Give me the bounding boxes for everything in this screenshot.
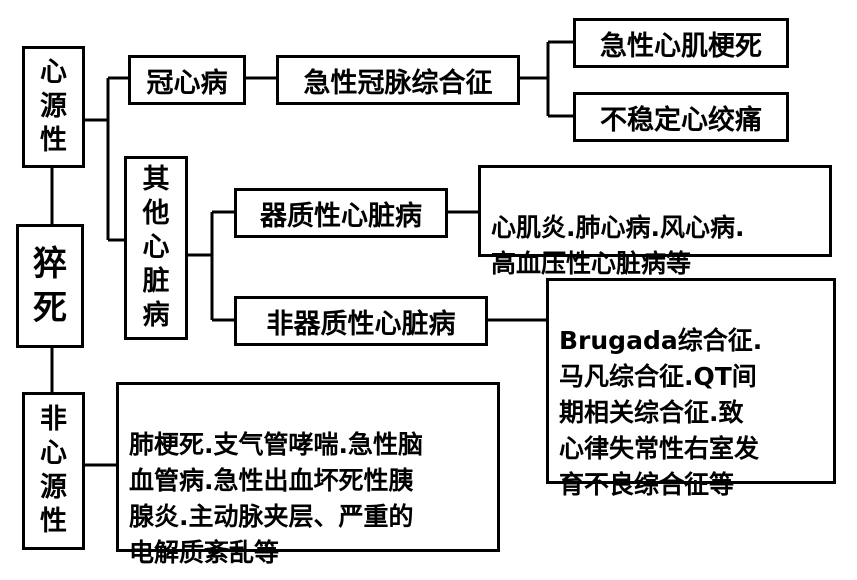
node-noncardiac-examples-text: 肺梗死.支气管哮喘.急性脑 血管病.急性出血坏死性胰 腺炎.主动脉夹层、严重的 … [129, 430, 423, 567]
node-nonorganic-examples: Brugada综合征. 马凡综合征.QT间 期相关综合征.致 心律失常性右室发 … [546, 278, 836, 499]
node-other-heart-disease: 其他心脏病 [124, 156, 188, 340]
node-ami-label: 急性心肌梗死 [600, 30, 762, 62]
node-acs: 急性冠脉综合征 [276, 55, 520, 105]
node-other-heart-disease-label: 其他心脏病 [142, 164, 170, 331]
node-acs-label: 急性冠脉综合征 [303, 67, 493, 99]
node-nonorganic: 非器质性心脏病 [234, 296, 488, 346]
node-unstable-angina: 不稳定心绞痛 [573, 92, 789, 142]
node-organic: 器质性心脏病 [234, 188, 448, 238]
node-ami: 急性心肌梗死 [573, 18, 789, 68]
node-noncardiac-label: 非心源性 [40, 404, 67, 537]
root-label: 猝死 [32, 244, 67, 328]
node-unstable-angina-label: 不稳定心绞痛 [600, 104, 762, 136]
node-noncardiac-examples: 肺梗死.支气管哮喘.急性脑 血管病.急性出血坏死性胰 腺炎.主动脉夹层、严重的 … [116, 382, 500, 567]
node-noncardiac: 非心源性 [22, 392, 85, 550]
node-coronary: 冠心病 [128, 55, 246, 105]
node-organic-examples: 心肌炎.肺心病.风心病. 高血压性心脏病等 [478, 165, 832, 278]
node-nonorganic-examples-text: Brugada综合征. 马凡综合征.QT间 期相关综合征.致 心律失常性右室发 … [559, 326, 763, 499]
node-nonorganic-label: 非器质性心脏病 [266, 308, 456, 340]
node-coronary-label: 冠心病 [146, 67, 228, 99]
root-node-sudden-death: 猝死 [16, 224, 84, 348]
node-organic-examples-text: 心肌炎.肺心病.风心病. 高血压性心脏病等 [491, 213, 745, 278]
node-cardiac-label: 心源性 [40, 57, 67, 156]
node-cardiac: 心源性 [22, 46, 85, 168]
node-organic-label: 器质性心脏病 [260, 200, 422, 232]
